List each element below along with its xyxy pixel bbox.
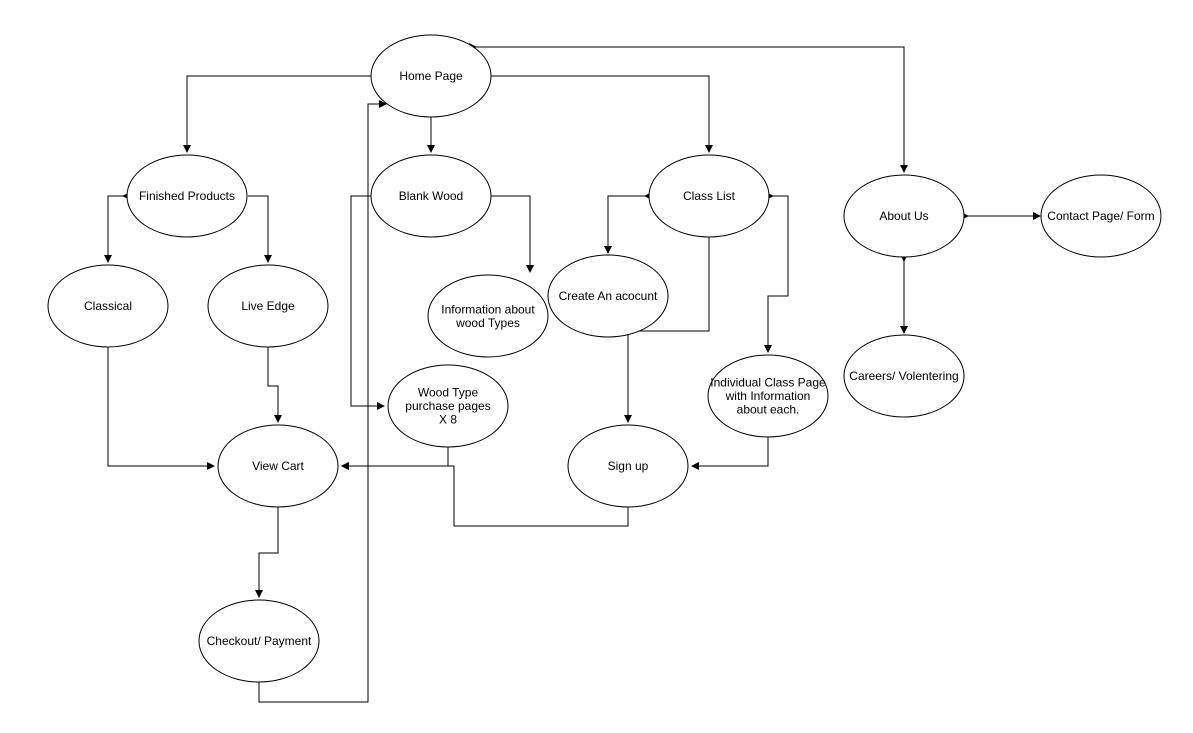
node-sign-up: Sign up bbox=[567, 424, 689, 508]
node-label: Class List bbox=[683, 189, 736, 203]
node-shape bbox=[207, 264, 329, 348]
node-label: Classical bbox=[84, 299, 132, 313]
node-label: Wood Type bbox=[418, 386, 479, 400]
node-label: View Cart bbox=[252, 459, 304, 473]
edge-sign-up-to-view-cart bbox=[341, 462, 629, 527]
node-label: Finished Products bbox=[139, 189, 235, 203]
node-label: Sign up bbox=[608, 459, 649, 473]
node-label: with Information bbox=[725, 389, 811, 403]
edge-individual-class-sign-up bbox=[691, 430, 772, 470]
node-careers: Careers/ Volentering bbox=[843, 334, 965, 418]
node-about: About Us bbox=[843, 174, 965, 258]
node-create-account: Create An acocunt bbox=[547, 254, 669, 338]
edge-classical-to-view-cart bbox=[107, 346, 215, 470]
node-shape bbox=[843, 174, 965, 258]
node-classlist: Class List bbox=[648, 154, 770, 238]
node-label: Individual Class Page bbox=[710, 376, 826, 390]
node-shape bbox=[370, 154, 492, 238]
node-label: wood Types bbox=[455, 316, 520, 330]
node-label: Blank Wood bbox=[399, 189, 463, 203]
node-label: Contact Page/ Form bbox=[1047, 209, 1154, 223]
node-label: X 8 bbox=[439, 413, 457, 427]
node-home: Home Page bbox=[370, 34, 492, 118]
node-shape bbox=[370, 34, 492, 118]
node-finished: Finished Products bbox=[126, 154, 248, 238]
node-label: About Us bbox=[879, 209, 928, 223]
connectors bbox=[104, 43, 1041, 703]
node-shape bbox=[648, 154, 770, 238]
node-label: Checkout/ Payment bbox=[207, 634, 312, 648]
node-checkout: Checkout/ Payment bbox=[198, 599, 320, 683]
node-liveedge: Live Edge bbox=[207, 264, 329, 348]
node-view-cart: View Cart bbox=[217, 424, 339, 508]
node-label: Live Edge bbox=[241, 299, 295, 313]
node-label: purchase pages bbox=[405, 399, 490, 413]
edge-home-to-finished-products bbox=[183, 75, 372, 153]
node-label: about each. bbox=[737, 403, 800, 417]
node-shape bbox=[1040, 174, 1162, 258]
edge-blank-wood-information bbox=[484, 192, 534, 273]
node-shape bbox=[707, 354, 829, 438]
edge-view-cart-to-checkout bbox=[255, 507, 279, 598]
edge-class-list-create-account bbox=[604, 192, 652, 254]
edge-home-to-class-list bbox=[491, 75, 713, 153]
node-shape bbox=[217, 424, 339, 508]
node-label: Create An acocunt bbox=[559, 289, 658, 303]
edge-finished-products-to-live-edge bbox=[248, 195, 272, 263]
node-shape bbox=[427, 274, 549, 358]
node-label: Information about bbox=[441, 302, 535, 316]
node-shape bbox=[843, 334, 965, 418]
node-shape bbox=[126, 154, 248, 238]
node-shape bbox=[47, 264, 169, 348]
edge-live-edge-to-view-cart bbox=[267, 346, 282, 423]
edge-purchase-pages-to-view-cart bbox=[341, 446, 449, 470]
node-blank: Blank Wood bbox=[370, 154, 492, 238]
node-classical: Classical bbox=[47, 264, 169, 348]
edge-checkout-to-home bbox=[258, 100, 387, 703]
node-label: Home Page bbox=[399, 69, 463, 83]
edge-class-list-to-sign-up bbox=[624, 237, 710, 423]
edge-finished-products-classical bbox=[104, 192, 130, 263]
node-shape bbox=[567, 424, 689, 508]
node-shape bbox=[198, 599, 320, 683]
node-shape bbox=[387, 364, 509, 448]
node-contact: Contact Page/ Form bbox=[1040, 174, 1162, 258]
node-shape bbox=[547, 254, 669, 338]
edge-home-about-us bbox=[469, 43, 908, 173]
node-label: Careers/ Volentering bbox=[849, 369, 958, 383]
edge-class-list-individual-class bbox=[764, 192, 789, 353]
